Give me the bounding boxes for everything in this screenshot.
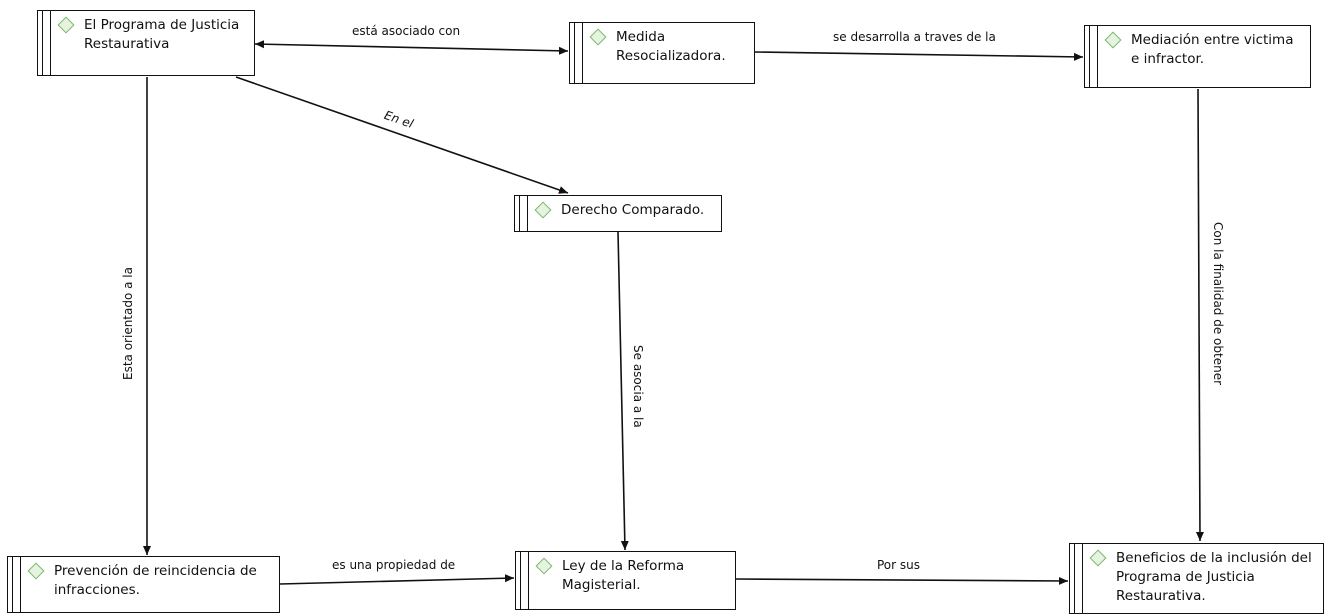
edge-label-por-sus: Por sus (877, 558, 921, 572)
diamond-icon (1089, 549, 1107, 567)
node-label: Mediación entre victima e infractor. (1131, 32, 1294, 67)
edge-label-desarrolla: se desarrolla a traves de la (833, 30, 996, 44)
node-medida[interactable]: Medida Resocializadora. (569, 22, 755, 84)
node-label: Beneficios de la inclusión del Programa … (1116, 550, 1312, 604)
node-prevencion[interactable]: Prevención de reincidencia de infraccion… (7, 556, 280, 613)
edge-label-asociado: está asociado con (352, 24, 461, 38)
edge-label-se-asocia: Se asocia a la (631, 345, 645, 428)
edge-label-propiedad: es una propiedad de (332, 558, 456, 572)
diamond-icon (57, 16, 75, 34)
node-label: Medida Resocializadora. (616, 29, 726, 64)
edge-prevencion-ley (279, 574, 515, 585)
edge-label-finalidad: Con la finalidad de obtener (1211, 222, 1225, 386)
node-beneficios[interactable]: Beneficios de la inclusión del Programa … (1069, 543, 1324, 614)
edge-ley-beneficios (734, 576, 1069, 585)
node-label: Ley de la Reforma Magisterial. (562, 558, 685, 593)
edge-medida-mediacion (754, 51, 1084, 61)
edge-derecho-ley (617, 231, 629, 551)
diamond-icon (589, 28, 607, 46)
diamond-icon (1104, 31, 1122, 49)
node-label: El Programa de Justicia Restaurativa (84, 17, 240, 52)
edge-mediacion-beneficios (1195, 88, 1204, 542)
node-derecho[interactable]: Derecho Comparado. (514, 195, 722, 232)
edge-programa-medida (254, 40, 569, 55)
edge-label-orientado: Esta orientado a la (121, 267, 135, 380)
diamond-icon (535, 557, 553, 575)
diamond-icon (534, 201, 552, 219)
node-programa[interactable]: El Programa de Justicia Restaurativa (37, 10, 255, 76)
node-mediacion[interactable]: Mediación entre victima e infractor. (1084, 25, 1311, 88)
node-ley[interactable]: Ley de la Reforma Magisterial. (515, 551, 736, 610)
edge-programa-derecho (235, 76, 569, 194)
diamond-icon (27, 562, 45, 580)
node-label: Derecho Comparado. (561, 202, 705, 218)
node-label: Prevención de reincidencia de infraccion… (54, 563, 257, 598)
